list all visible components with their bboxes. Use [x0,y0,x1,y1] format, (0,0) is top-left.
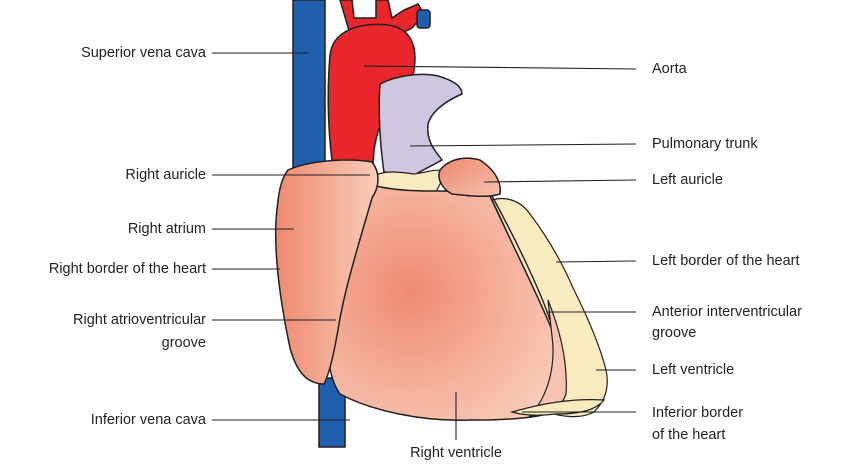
label-right-atrium: Right atrium [128,220,206,238]
label-left-ventricle: Left ventricle [652,361,734,379]
label-right-border: Right border of the heart [49,260,206,278]
label-right-ventricle: Right ventricle [396,444,516,462]
label-right-auricle: Right auricle [125,166,206,184]
leader-left-border [556,261,636,262]
label-superior-vena-cava: Superior vena cava [81,44,206,62]
aorta-branch-cap [417,10,430,28]
label-inferior-vena-cava: Inferior vena cava [91,411,206,429]
label-inferior-border-line1: Inferior border [652,404,743,422]
label-right-av-groove-line1: Right atrioventricular [73,311,206,329]
leader-pulmonary-trunk [410,144,636,146]
pulmonary-trunk [379,74,462,175]
leader-left-auricle [484,180,636,182]
label-anterior-iv-groove-line2: groove [652,324,696,342]
label-anterior-iv-groove-line1: Anterior interventricular [652,303,802,321]
label-right-av-groove-line2: groove [162,334,206,352]
label-left-auricle: Left auricle [652,171,723,189]
label-inferior-border-line2: of the heart [652,426,725,444]
label-pulmonary-trunk: Pulmonary trunk [652,135,758,153]
superior-vena-cava [293,0,325,175]
left-auricle [439,158,500,196]
label-aorta: Aorta [652,60,687,78]
label-left-border: Left border of the heart [652,252,800,270]
